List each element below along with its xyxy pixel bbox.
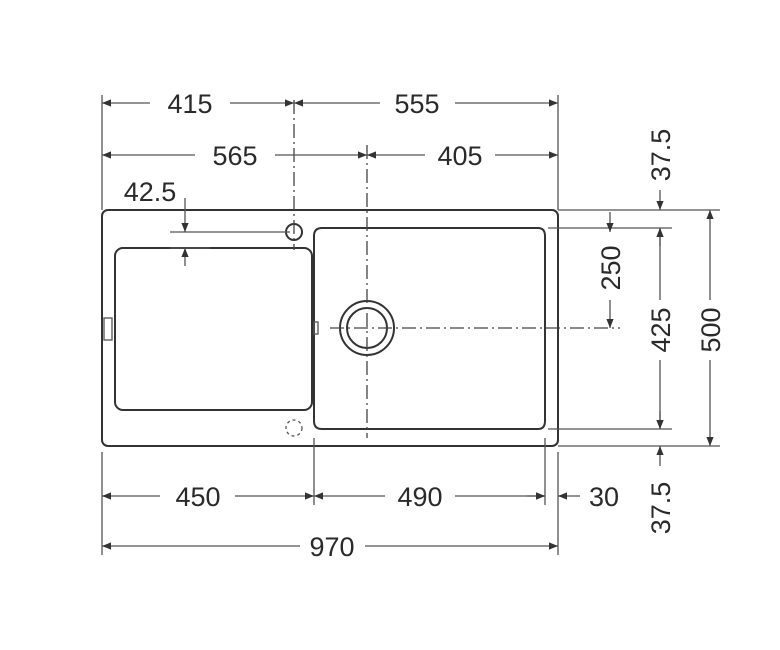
dim-250: 250 xyxy=(596,245,626,290)
main-bowl xyxy=(313,227,546,430)
dim-42-5: 42.5 xyxy=(124,177,177,207)
dim-30: 30 xyxy=(589,482,619,512)
side-notch xyxy=(103,317,113,341)
drainer-board xyxy=(114,247,313,411)
dim-555: 555 xyxy=(394,89,439,119)
dimension-lines xyxy=(102,99,714,550)
dim-415: 415 xyxy=(167,89,212,119)
overflow-hole xyxy=(285,419,303,437)
dim-450: 450 xyxy=(175,482,220,512)
dimension-labels: 415 555 565 405 42.5 450 490 30 970 250 … xyxy=(124,89,726,562)
dim-37-5-top: 37.5 xyxy=(646,129,676,182)
dim-970: 970 xyxy=(309,532,354,562)
dim-37-5-bottom: 37.5 xyxy=(646,482,676,535)
dim-500: 500 xyxy=(696,307,726,352)
bowl-notch xyxy=(313,321,319,335)
dim-405: 405 xyxy=(437,141,482,171)
center-lines xyxy=(293,100,620,438)
dim-490: 490 xyxy=(397,482,442,512)
dim-425: 425 xyxy=(646,307,676,352)
dim-565: 565 xyxy=(212,141,257,171)
